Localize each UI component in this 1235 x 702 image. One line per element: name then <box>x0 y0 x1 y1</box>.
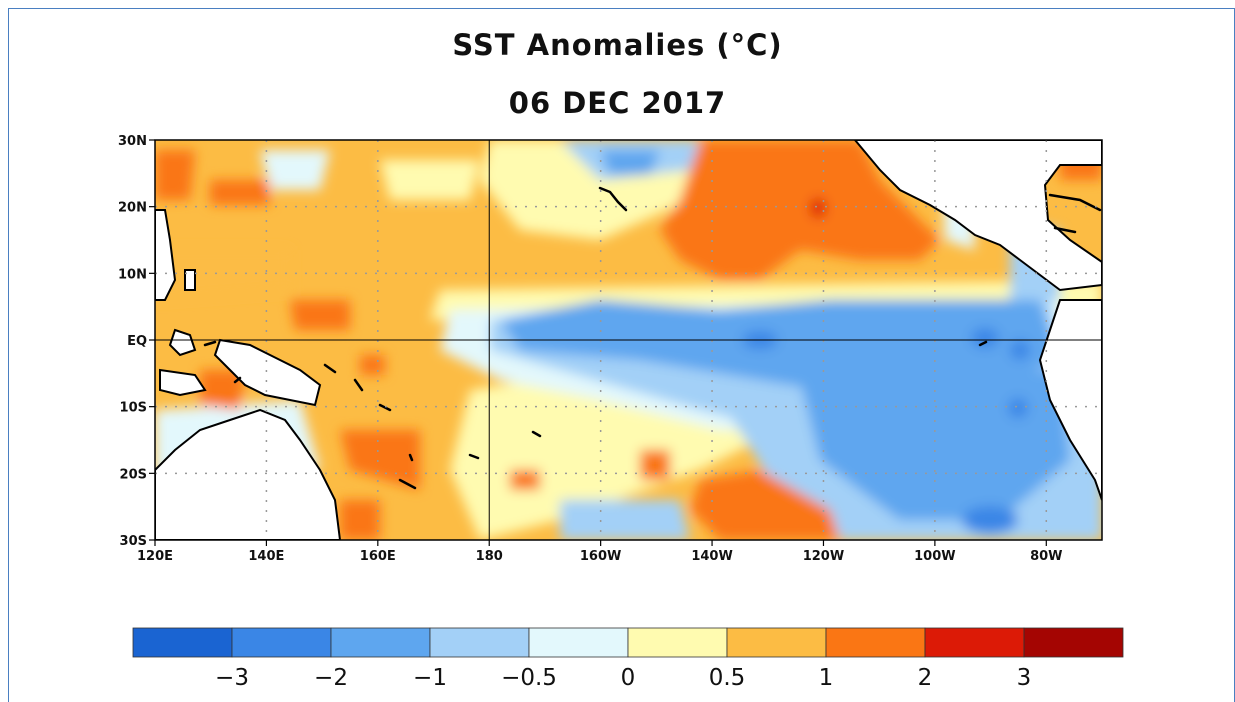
x-tick-label: 160E <box>360 549 396 564</box>
colorbar-swatch <box>924 627 1025 658</box>
islands <box>203 186 1102 490</box>
x-tick-label: 100W <box>914 549 955 564</box>
colorbar-label: −0.5 <box>501 665 557 691</box>
latitude-axis: 30N 20N 10N EQ 10S 20S 30S <box>118 134 155 549</box>
x-tick-label: 140E <box>248 549 284 564</box>
y-tick-label: 30N <box>118 134 147 149</box>
colorbar-swatch <box>231 627 332 658</box>
sst-field <box>155 140 1102 540</box>
colorbar-label: 2 <box>918 665 933 691</box>
map-date: 06 DEC 2017 <box>508 86 727 120</box>
colorbar-swatch <box>627 627 728 658</box>
colorbar-label: 0.5 <box>709 665 746 691</box>
y-tick-label: EQ <box>127 334 147 349</box>
y-tick-label: 20S <box>120 467 147 482</box>
colorbar-label: −3 <box>215 665 249 691</box>
colorbar-swatch <box>330 627 431 658</box>
x-tick-label: 180 <box>476 549 503 564</box>
longitude-axis: 120E 140E 160E 180 160W 140W 120W 100W 80W <box>137 540 1063 564</box>
colorbar-swatch <box>1023 627 1124 658</box>
colorbar-label: 0 <box>621 665 636 691</box>
colorbar-label: 3 <box>1017 665 1032 691</box>
colorbar-label: −1 <box>413 665 447 691</box>
colorbar-swatch <box>429 627 530 658</box>
colorbar-swatch <box>726 627 827 658</box>
colorbar-swatch <box>825 627 926 658</box>
land-masses <box>155 140 1102 540</box>
colorbar-label: 1 <box>819 665 834 691</box>
map-grid <box>155 140 1102 540</box>
colorbar-swatch <box>132 627 233 658</box>
x-tick-label: 80W <box>1030 549 1062 564</box>
y-tick-label: 10S <box>120 401 147 416</box>
x-tick-label: 120W <box>803 549 844 564</box>
y-tick-label: 30S <box>120 534 147 549</box>
colorbar: −3 −2 −1 −0.5 0 0.5 1 2 3 <box>132 627 1124 691</box>
colorbar-swatch <box>528 627 629 658</box>
colorbar-label: −2 <box>314 665 348 691</box>
x-tick-label: 160W <box>580 549 621 564</box>
map-title: SST Anomalies (°C) <box>452 28 783 62</box>
y-tick-label: 20N <box>118 201 147 216</box>
x-tick-label: 120E <box>137 549 173 564</box>
y-tick-label: 10N <box>118 267 147 282</box>
x-tick-label: 140W <box>691 549 732 564</box>
